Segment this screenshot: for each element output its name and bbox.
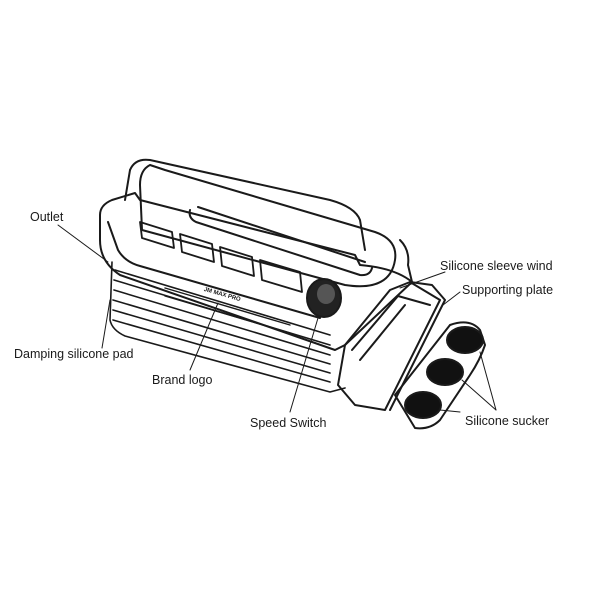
brand-logo — [164, 287, 291, 334]
cooling-fins — [109, 261, 346, 393]
label-damping-silicone-pad: Damping silicone pad — [14, 347, 134, 361]
silicone-sleeve — [337, 281, 446, 411]
outlet-vents — [139, 221, 303, 293]
label-silicone-sucker: Silicone sucker — [465, 414, 550, 428]
leader-lines — [57, 224, 497, 413]
label-speed-switch: Speed Switch — [250, 416, 327, 430]
housing — [99, 158, 413, 351]
label-brand-logo: Brand logo — [152, 373, 213, 387]
supporting-plate — [394, 321, 486, 430]
label-supporting-plate: Supporting plate — [462, 283, 554, 297]
label-silicone-sleeve-wind: Silicone sleeve wind — [440, 259, 553, 273]
silicone-suckers — [404, 326, 484, 419]
speed-switch-knob — [306, 278, 342, 318]
label-outlet: Outlet — [30, 210, 64, 224]
